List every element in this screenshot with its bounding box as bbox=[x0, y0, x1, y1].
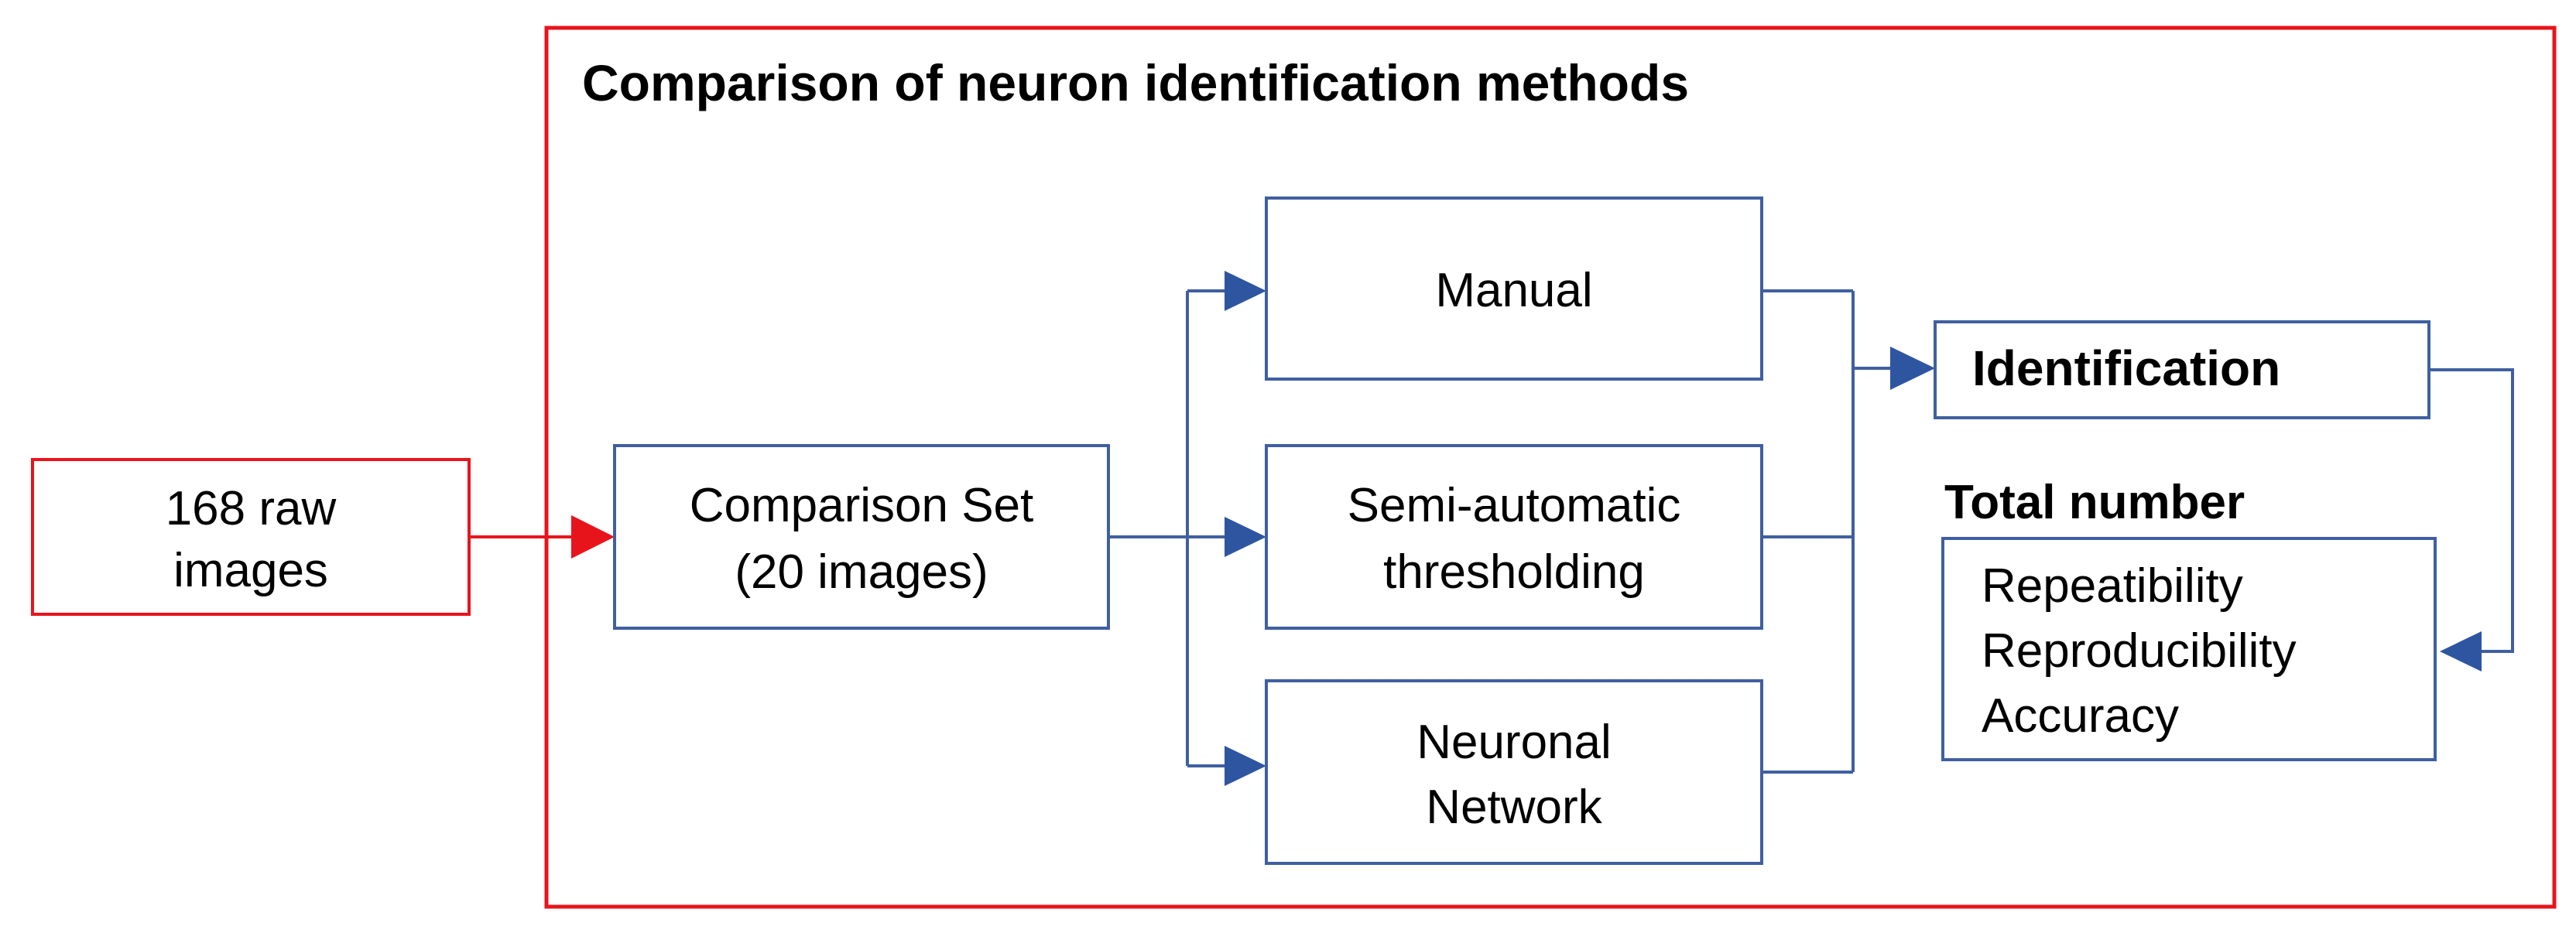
arrowhead-to-metrics bbox=[2440, 631, 2482, 672]
source-to-set-arrowhead bbox=[571, 515, 615, 559]
total-number-heading: Total number bbox=[1944, 476, 2245, 529]
source-label-line-2: images bbox=[173, 544, 328, 597]
diagram-title: Comparison of neuron identification meth… bbox=[582, 54, 1689, 111]
arrowhead-to-neuronal-network bbox=[1225, 746, 1266, 786]
identification-label: Identification bbox=[1972, 340, 2280, 396]
source-box bbox=[31, 458, 471, 616]
method-label-neuronal-network-line-2: Network bbox=[1426, 781, 1602, 834]
comparison-frame bbox=[544, 26, 2557, 909]
source-label-line-1: 168 raw bbox=[166, 482, 337, 535]
method-label-manual: Manual bbox=[1435, 264, 1592, 317]
method-label-neuronal-network-line-1: Neuronal bbox=[1416, 716, 1612, 769]
comparison-set-box bbox=[613, 444, 1110, 630]
method-box-neuronal-network bbox=[1265, 679, 1763, 865]
arrowhead-to-identification bbox=[1890, 347, 1935, 390]
comparison-set-line-1: Comparison Set bbox=[690, 479, 1034, 532]
metric-reproducibility: Reproducibility bbox=[1982, 624, 2297, 678]
method-label-semi-automatic-line-1: Semi-automatic bbox=[1348, 479, 1681, 532]
method-box-semi-automatic bbox=[1265, 444, 1763, 630]
arrowhead-to-semi-automatic bbox=[1225, 517, 1266, 557]
method-box-manual bbox=[1265, 197, 1763, 381]
metric-accuracy: Accuracy bbox=[1982, 689, 2179, 743]
comparison-set-line-2: (20 images) bbox=[735, 545, 988, 599]
metric-repeatibility: Repeatibility bbox=[1982, 559, 2243, 613]
arrowhead-to-manual bbox=[1225, 271, 1266, 311]
method-label-semi-automatic-line-2: thresholding bbox=[1383, 545, 1645, 599]
metrics-box bbox=[1941, 537, 2437, 761]
identification-to-metrics-line bbox=[2429, 368, 2514, 653]
